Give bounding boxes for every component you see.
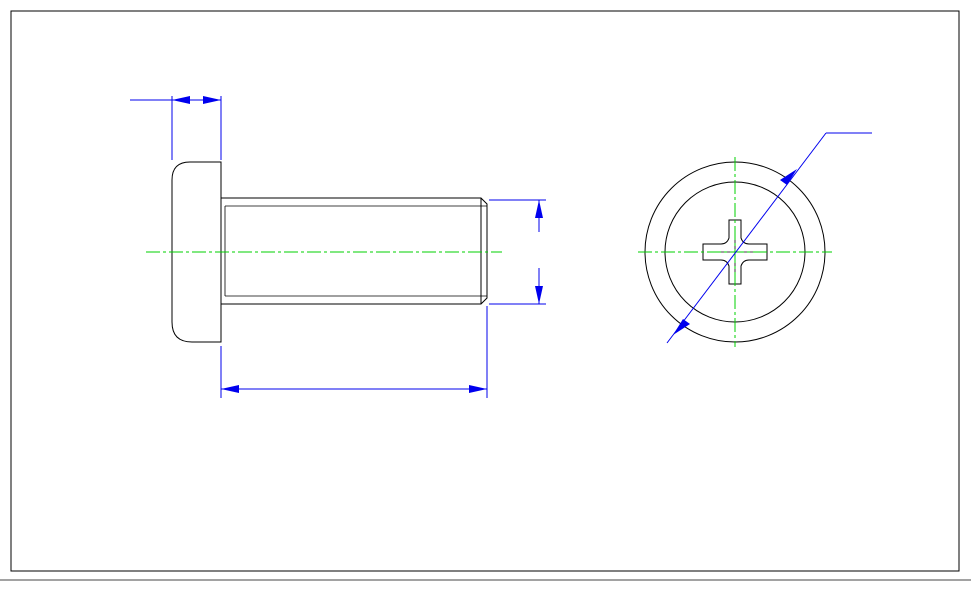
head-diameter-arrow-bottom — [673, 319, 690, 335]
length-dim-arrow-left — [221, 385, 239, 393]
diameter-dim-arrow-top — [535, 200, 543, 218]
head-dim-arrow-left — [172, 96, 190, 104]
screw-head-outline — [171, 161, 222, 343]
head-dim-arrow-right — [203, 96, 221, 104]
drawing-frame — [10, 10, 960, 572]
head-diameter-leader-line — [666, 132, 827, 344]
length-dim-arrow-right — [469, 385, 487, 393]
top-view — [638, 132, 872, 347]
side-view — [130, 96, 546, 398]
phillips-recess-outline — [702, 219, 768, 285]
head-diameter-arrow-top — [780, 169, 797, 185]
screw-shank-outline — [221, 197, 488, 305]
diameter-dim-arrow-bottom — [535, 286, 543, 304]
